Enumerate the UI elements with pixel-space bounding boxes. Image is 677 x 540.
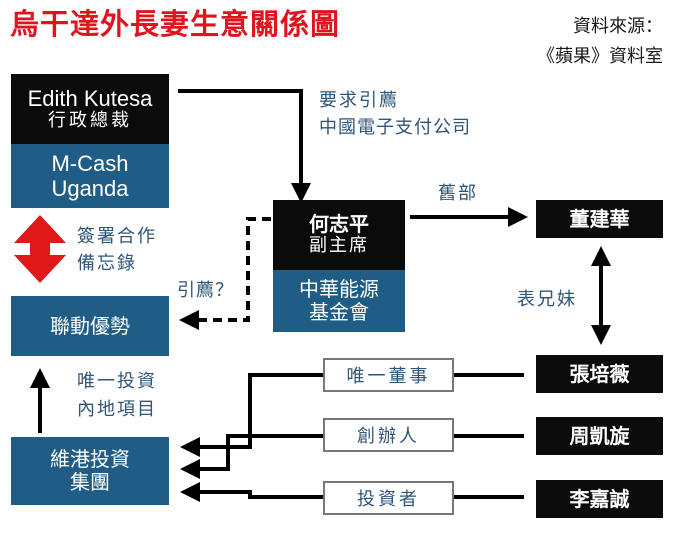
source-name: 《蘋果》資料室: [537, 46, 663, 67]
label-cousins: 表兄妹: [517, 289, 577, 310]
label-old-subordinate: 舊部: [438, 183, 478, 204]
tag-sole-director: 唯一董事: [323, 358, 454, 392]
node-he-name: 何志平: [309, 212, 369, 237]
label-request-line1: 要求引薦: [319, 90, 399, 111]
node-mcash: M-Cash Uganda: [11, 144, 169, 208]
node-kutesa-name: Edith Kutesa: [27, 86, 153, 111]
label-referral: 引薦？: [177, 280, 234, 301]
tag-founder: 創辦人: [323, 418, 454, 452]
arrow-he-to-lianyou-dashed: [179, 217, 271, 330]
tag-investor: 投資者: [323, 481, 454, 515]
node-kutesa: Edith Kutesa 行政總裁: [11, 74, 169, 144]
node-mcash-line2: Uganda: [51, 176, 129, 201]
label-invest-line1: 唯一投資: [77, 371, 157, 392]
node-weigang-line1: 維港投資: [50, 447, 130, 471]
node-cefc-line2: 基金會: [309, 300, 369, 324]
node-lianyou: 聯動優勢: [11, 296, 169, 356]
node-zhou: 周凱旋: [536, 417, 663, 455]
label-mou-line2: 備忘錄: [77, 253, 137, 274]
node-zhang: 張培薇: [536, 355, 663, 393]
label-request-line2: 中國電子支付公司: [319, 117, 471, 138]
red-double-arrow: [14, 215, 66, 283]
node-weigang-line2: 集團: [70, 470, 110, 494]
node-cefc: 中華能源 基金會: [273, 270, 405, 332]
node-weigang: 維港投資 集團: [11, 437, 169, 505]
label-invest-line2: 內地項目: [77, 399, 157, 420]
node-li: 李嘉誠: [536, 480, 663, 518]
node-kutesa-role: 行政總裁: [48, 110, 132, 132]
arrow-kutesa-to-he: [178, 89, 311, 203]
source-label: 資料來源：: [573, 16, 663, 37]
node-he: 何志平 副主席: [273, 200, 405, 270]
node-he-role: 副主席: [309, 235, 369, 257]
node-dong: 董建華: [536, 200, 663, 238]
label-mou-line1: 簽署合作: [77, 226, 157, 247]
page-title: 烏干達外長妻生意關係圖: [10, 7, 341, 41]
node-mcash-line1: M-Cash: [51, 150, 129, 176]
node-cefc-line1: 中華能源: [299, 277, 379, 301]
